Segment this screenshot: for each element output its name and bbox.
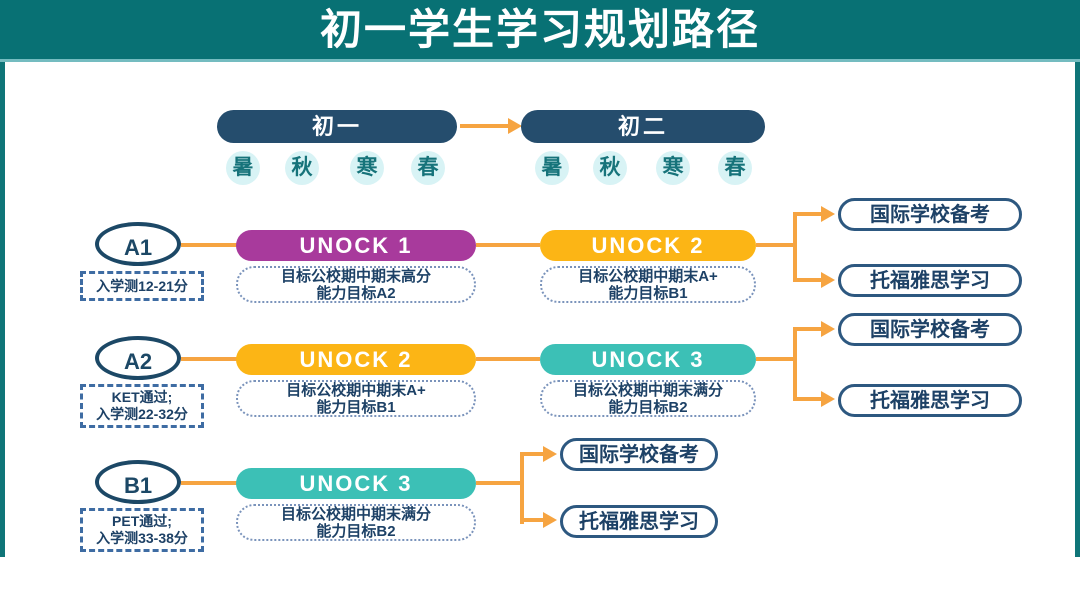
entry-line: 入学测22-32分 [96, 406, 188, 422]
branch-line [793, 327, 823, 331]
stage-pill-unock3: UNOCK 3 [236, 468, 476, 499]
level-oval-b1: B1 [95, 460, 181, 504]
goal-box: 目标公校期中期末A+ 能力目标B1 [236, 380, 476, 417]
goal-box: 目标公校期中期末A+ 能力目标B1 [540, 266, 756, 303]
branch-line [793, 278, 823, 282]
left-edge-bar [0, 62, 5, 557]
grade-arrow-icon [508, 118, 522, 134]
season-chip: 春 [718, 151, 752, 185]
season-chip: 秋 [285, 151, 319, 185]
arrow-icon [543, 446, 557, 462]
entry-line: KET通过; [111, 389, 173, 405]
branch-line [793, 397, 823, 401]
branch-line [520, 452, 545, 456]
season-chip: 寒 [656, 151, 690, 185]
outcome-pill-toefl-ielts: 托福雅思学习 [838, 384, 1022, 417]
goal-box: 目标公校期中期末满分 能力目标B2 [540, 380, 756, 417]
stage-pill-unock2: UNOCK 2 [540, 230, 756, 261]
stage-pill-unock2: UNOCK 2 [236, 344, 476, 375]
goal-box: 目标公校期中期末高分 能力目标A2 [236, 266, 476, 303]
goal-line: 能力目标B2 [608, 398, 688, 416]
goal-line: 能力目标A2 [316, 284, 396, 302]
entry-requirement-a2: KET通过; 入学测22-32分 [80, 384, 204, 428]
outcome-pill-toefl-ielts: 托福雅思学习 [560, 505, 718, 538]
goal-line: 目标公校期中期末高分 [280, 267, 431, 285]
branch-line [520, 454, 524, 524]
season-chip: 秋 [593, 151, 627, 185]
connector-line [756, 357, 797, 361]
goal-line: 目标公校期中期末满分 [280, 505, 431, 523]
connector-line [181, 481, 237, 485]
goal-line: 目标公校期中期末A+ [286, 381, 426, 399]
connector-line [476, 481, 524, 485]
outcome-pill-international-school: 国际学校备考 [560, 438, 718, 471]
level-oval-a2: A2 [95, 336, 181, 380]
grade-pill-chuer: 初二 [521, 110, 765, 143]
arrow-icon [543, 512, 557, 528]
entry-line: PET通过; [112, 513, 172, 529]
connector-line [756, 243, 797, 247]
grade-arrow-line [460, 124, 510, 128]
arrow-icon [821, 206, 835, 222]
outcome-pill-toefl-ielts: 托福雅思学习 [838, 264, 1022, 297]
outcome-pill-international-school: 国际学校备考 [838, 313, 1022, 346]
connector-line [181, 243, 237, 247]
level-oval-a1: A1 [95, 222, 181, 266]
goal-line: 能力目标B1 [608, 284, 688, 302]
season-chip: 暑 [226, 151, 260, 185]
entry-requirement-a1: 入学测12-21分 [80, 271, 204, 301]
arrow-icon [821, 272, 835, 288]
connector-line [476, 243, 540, 247]
connector-line [181, 357, 237, 361]
goal-line: 目标公校期中期末满分 [572, 381, 723, 399]
entry-requirement-b1: PET通过; 入学测33-38分 [80, 508, 204, 552]
page-header: 初一学生学习规划路径 [0, 0, 1080, 62]
page-title: 初一学生学习规划路径 [319, 6, 760, 53]
connector-line [476, 357, 540, 361]
arrow-icon [821, 391, 835, 407]
stage-pill-unock3: UNOCK 3 [540, 344, 756, 375]
entry-line: 入学测12-21分 [96, 277, 188, 294]
entry-line: 入学测33-38分 [96, 530, 188, 546]
stage-pill-unock1: UNOCK 1 [236, 230, 476, 261]
right-edge-bar [1075, 62, 1080, 557]
goal-line: 目标公校期中期末A+ [578, 267, 718, 285]
goal-line: 能力目标B2 [316, 522, 396, 540]
goal-line: 能力目标B1 [316, 398, 396, 416]
season-chip: 暑 [535, 151, 569, 185]
goal-box: 目标公校期中期末满分 能力目标B2 [236, 504, 476, 541]
branch-line [520, 518, 545, 522]
branch-line [793, 329, 797, 401]
grade-pill-chuyi: 初一 [217, 110, 457, 143]
branch-line [793, 212, 823, 216]
branch-line [793, 214, 797, 282]
season-chip: 寒 [350, 151, 384, 185]
outcome-pill-international-school: 国际学校备考 [838, 198, 1022, 231]
arrow-icon [821, 321, 835, 337]
season-chip: 春 [411, 151, 445, 185]
